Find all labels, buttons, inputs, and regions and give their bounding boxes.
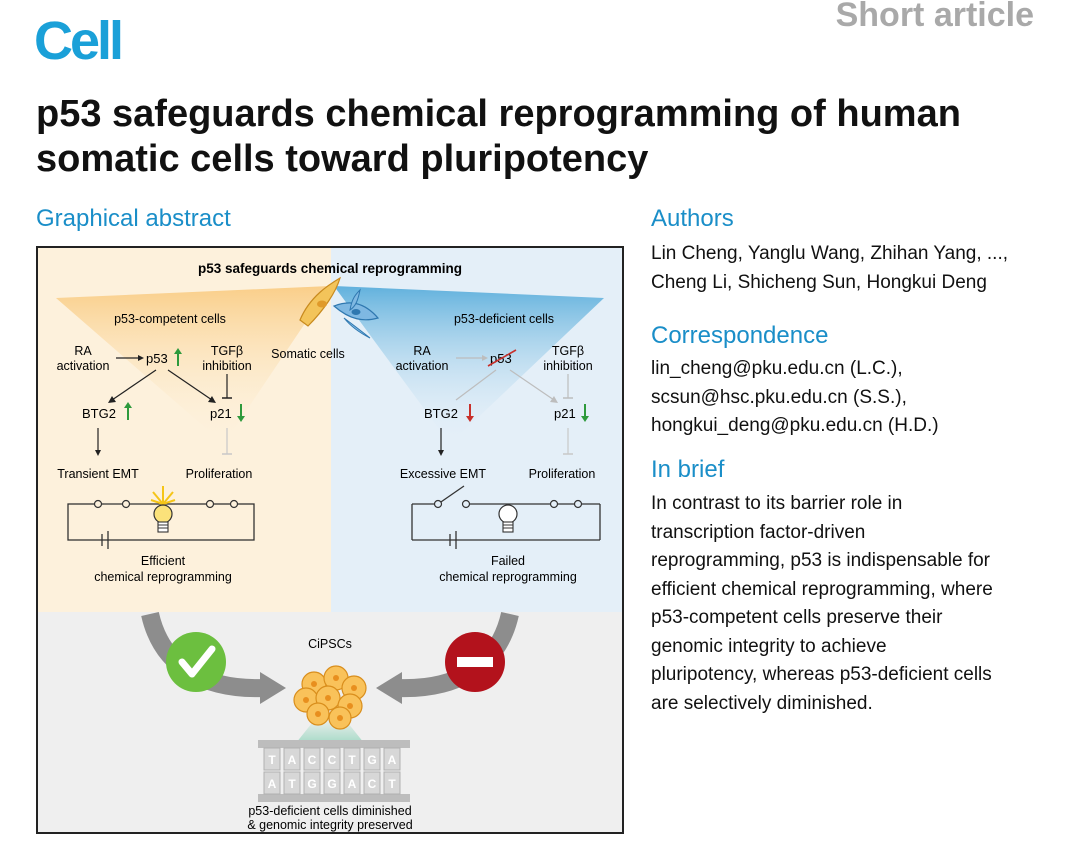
- left-p53-label: p53: [146, 351, 168, 366]
- article-title: p53 safeguards chemical reprogramming of…: [36, 93, 961, 180]
- right-p53-btg2-line: [455, 369, 497, 401]
- lit-bulb-icon: [150, 486, 176, 533]
- in-brief-line: efficient chemical reprogramming, where: [651, 578, 993, 600]
- left-switch-nodes: [93, 499, 239, 509]
- dna-structure: [258, 740, 410, 802]
- dna-bottom-base: T: [288, 777, 296, 791]
- left-outcome-line2: chemical reprogramming: [94, 570, 232, 584]
- in-brief-line: genomic integrity to achieve: [651, 635, 887, 657]
- left-ra-line1: RA: [74, 344, 92, 358]
- article-type-label: Short article: [835, 0, 1034, 34]
- dna-bottom-base: C: [368, 777, 377, 791]
- right-p21-down-arrow: [581, 404, 589, 422]
- right-battery: [449, 531, 457, 549]
- left-tgf-line1: TGFβ: [211, 344, 243, 358]
- figure-title: p53 safeguards chemical reprogramming: [198, 261, 462, 276]
- left-p53-btg2-arrow: [111, 369, 157, 401]
- dna-top-base: A: [388, 753, 397, 767]
- right-outcome-line2: chemical reprogramming: [439, 570, 577, 584]
- bottom-caption-line1: p53-deficient cells diminished: [248, 804, 411, 818]
- somatic-cells-label: Somatic cells: [271, 347, 345, 361]
- right-proliferation-label: Proliferation: [529, 467, 596, 481]
- checkmark-icon: [166, 632, 226, 692]
- somatic-cells-icon: [299, 276, 380, 339]
- left-curved-arrowhead: [260, 672, 286, 704]
- left-p21-down-arrow: [237, 404, 245, 422]
- authors-line: Lin Cheng, Yanglu Wang, Zhihan Yang, ...…: [651, 243, 1009, 264]
- dna-top-base: C: [328, 753, 337, 767]
- authors-line: Cheng Li, Shicheng Sun, Hongkui Deng: [651, 271, 987, 293]
- right-outcome-line1: Failed: [491, 554, 525, 568]
- in-brief-text: In contrast to its barrier role in trans…: [651, 490, 1051, 718]
- right-p53-p21-head: [550, 396, 558, 403]
- left-ra-arrowhead: [138, 355, 144, 361]
- right-ra-line1: RA: [413, 344, 431, 358]
- email-link[interactable]: hongkui_deng@pku.edu.cn (H.D.): [651, 415, 939, 436]
- right-switch-nodes: [433, 499, 583, 509]
- email-link[interactable]: scsun@hsc.pku.edu.cn (S.S.),: [651, 386, 907, 408]
- competent-light-cone: [56, 286, 330, 444]
- right-p21-label: p21: [554, 406, 576, 421]
- left-p21-label: p21: [210, 406, 232, 421]
- left-outcome-line1: Efficient: [141, 554, 186, 568]
- left-p53-up-arrow: [174, 348, 182, 366]
- right-tgf-line2: inhibition: [543, 359, 592, 373]
- in-brief-line: transcription factor-driven: [651, 521, 866, 543]
- cipscs-label: CiPSCs: [308, 637, 352, 651]
- left-p53-p21-head: [208, 396, 216, 403]
- in-brief-line: p53-competent cells preserve their: [651, 607, 943, 628]
- left-p53-p21-arrow: [167, 369, 213, 401]
- unlit-bulb-icon: [498, 504, 518, 533]
- right-ra-line2: activation: [396, 359, 449, 373]
- left-p53-btg2-head: [108, 396, 116, 403]
- dna-top-base: G: [367, 753, 376, 767]
- deficient-light-cone: [334, 286, 604, 444]
- dna-top-base: C: [308, 753, 317, 767]
- correspondence-emails: lin_cheng@pku.edu.cn (L.C.), scsun@hsc.p…: [651, 355, 1051, 441]
- right-tgf-line1: TGFβ: [552, 344, 584, 358]
- in-brief-line: are selectively diminished.: [651, 692, 873, 714]
- right-ra-arrowhead: [482, 355, 488, 361]
- in-brief-line: pluripotency, whereas p53-deficient cell…: [651, 664, 992, 685]
- graphical-abstract-figure: p53 safeguards chemical reprogramming So…: [36, 246, 624, 834]
- left-emt-label: Transient EMT: [57, 467, 139, 481]
- dna-top-base: T: [348, 753, 356, 767]
- dna-bottom-base: T: [388, 777, 396, 791]
- graphical-abstract-heading: Graphical abstract: [36, 205, 231, 232]
- authors-list: Lin Cheng, Yanglu Wang, Zhihan Yang, ...…: [651, 240, 1051, 297]
- left-proliferation-label: Proliferation: [186, 467, 253, 481]
- correspondence-heading: Correspondence: [651, 322, 829, 349]
- right-btg2-emt-head: [438, 450, 444, 456]
- dna-top-base: T: [268, 753, 276, 767]
- right-p53-p21-line: [509, 369, 555, 401]
- deficient-cells-label: p53-deficient cells: [454, 312, 554, 326]
- dna-bottom-base: G: [307, 777, 316, 791]
- left-btg2-label: BTG2: [82, 406, 116, 421]
- right-emt-label: Excessive EMT: [400, 467, 486, 481]
- left-ra-line2: activation: [57, 359, 110, 373]
- stop-icon: [445, 632, 505, 692]
- left-battery: [101, 531, 109, 549]
- right-btg2-down-arrow: [466, 404, 474, 422]
- dna-bottom-base: A: [268, 777, 277, 791]
- right-btg2-label: BTG2: [424, 406, 458, 421]
- left-btg2-up-arrow: [124, 402, 132, 420]
- right-curved-arrowhead: [376, 672, 402, 704]
- dna-top-base: A: [288, 753, 297, 767]
- competent-cells-label: p53-competent cells: [114, 312, 226, 326]
- journal-logo: Cell: [34, 11, 124, 71]
- in-brief-line: reprogramming, p53 is indispensable for: [651, 550, 991, 571]
- dna-bottom-base: A: [348, 777, 357, 791]
- in-brief-heading: In brief: [651, 456, 725, 483]
- dna-bottom-base: G: [327, 777, 336, 791]
- right-p53-strikeout: [487, 349, 517, 367]
- left-tgf-line2: inhibition: [202, 359, 251, 373]
- bottom-caption-line2: & genomic integrity preserved: [247, 818, 412, 832]
- email-link[interactable]: lin_cheng@pku.edu.cn (L.C.),: [651, 358, 903, 379]
- left-btg2-emt-head: [95, 450, 101, 456]
- cipscs-nuclei: [303, 675, 357, 721]
- authors-heading: Authors: [651, 205, 734, 232]
- in-brief-line: In contrast to its barrier role in: [651, 493, 903, 514]
